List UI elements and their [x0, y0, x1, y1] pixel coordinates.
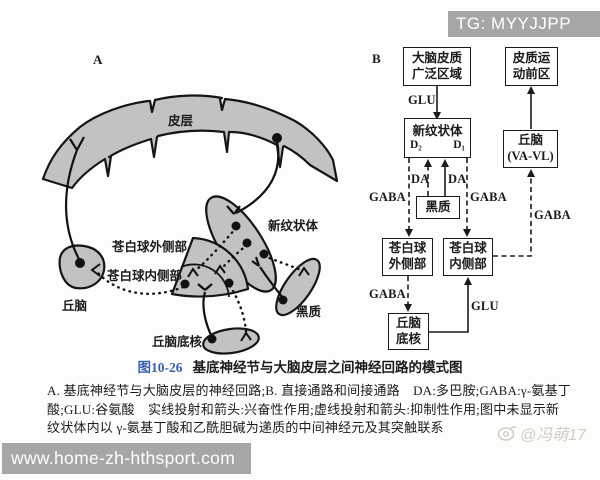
label-glu-top: GLU — [408, 93, 436, 107]
pallidum-divider-arc — [180, 263, 230, 298]
label-gpi: 苍白球内侧部 — [107, 269, 183, 283]
weibo-watermark: @冯萌17 — [497, 421, 586, 445]
figure-caption-title: 图10-26 基底神经节与大脑皮层之间神经回路的模式图 — [0, 356, 600, 376]
label-da-d2: DA — [411, 172, 430, 186]
arrowheads — [404, 86, 535, 312]
panel-a-label: A — [93, 52, 103, 67]
receptor-row: D₂ D₁ — [405, 138, 470, 152]
box-cortex-wide: 大脑皮质 广泛区域 — [403, 47, 471, 86]
inhibitory-terminals — [90, 263, 310, 342]
figure-title: 基底神经节与大脑皮层之间神经回路的模式图 — [192, 360, 463, 375]
panel-b-label: B — [372, 51, 381, 66]
box-gpe: 苍白球 外侧部 — [382, 238, 433, 276]
label-nigra: 黑质 — [296, 305, 322, 319]
receptor-d1: D₁ — [453, 139, 465, 152]
label-gaba-gpi-thal: GABA — [534, 208, 571, 222]
panel-b-arrows — [404, 86, 535, 333]
label-neostriatum: 新纹状体 — [268, 219, 319, 233]
label-stn: 丘脑底核 — [152, 335, 203, 349]
box-gpi: 苍白球 内侧部 — [443, 238, 493, 276]
label-gaba-right: GABA — [470, 190, 507, 204]
box-nigra: 黑质 — [416, 196, 460, 219]
box-premotor: 皮质运 动前区 — [505, 47, 558, 86]
label-gaba-gpe-stn: GABA — [369, 287, 406, 301]
inhibitory-fibres — [96, 226, 303, 334]
box-stn: 丘脑 底核 — [388, 313, 429, 350]
cell-bodies — [75, 133, 288, 344]
caption-line-2: 酸;GLU:谷氨酸 实线投射和箭头:兴奋性作用;虚线投射和箭头:抑制性作用;图中… — [47, 402, 560, 417]
caption-line-3: 纹状体内以 γ-氨基丁酸和乙酰胆碱为递质的中间神经元及其突触联系 — [47, 420, 444, 435]
figure-number: 图10-26 — [137, 360, 183, 375]
panel-a-drawing — [41, 94, 339, 355]
label-glu-stn-gpi: GLU — [471, 299, 499, 313]
label-gaba-left: GABA — [369, 190, 406, 204]
label-cortex: 皮层 — [168, 114, 194, 128]
website-watermark-banner: www.home-zh-hthsport.com — [2, 443, 251, 474]
label-gpe: 苍白球外侧部 — [112, 240, 188, 254]
cortex-band-shape — [41, 94, 339, 190]
receptor-d2: D₂ — [410, 139, 422, 152]
label-thalamus: 丘脑 — [62, 299, 88, 313]
excitatory-fibres — [64, 136, 284, 338]
weibo-eye-icon — [497, 426, 517, 441]
weibo-watermark-text: @冯萌17 — [520, 427, 587, 444]
box-neostriatum: 新纹状体 D₂ D₁ — [404, 118, 471, 158]
box-thalamus: 丘脑 (VA-VL) — [503, 130, 558, 168]
caption-line-1: A. 基底神经节与大脑皮层的神经回路;B. 直接通路和间接通路 DA:多巴胺;G… — [47, 383, 571, 398]
telegram-watermark-banner: TG: MYYJJPP — [448, 11, 600, 37]
label-da-d1: DA — [448, 172, 467, 186]
